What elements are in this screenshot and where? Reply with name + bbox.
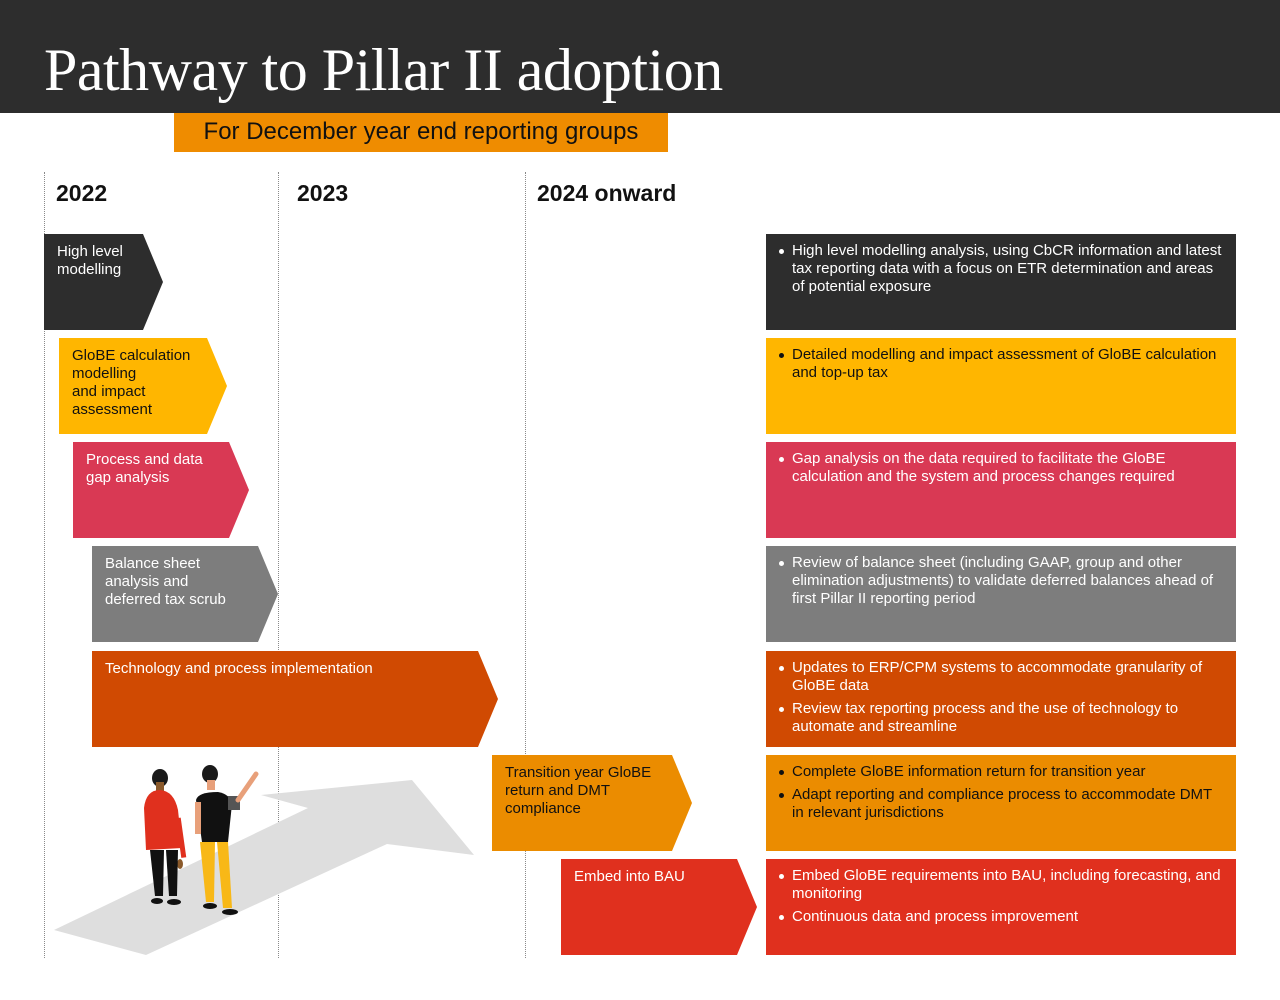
detail-bullet-list: Updates to ERP/CPM systems to accommodat…: [778, 659, 1226, 736]
detail-bullet-list: Review of balance sheet (including GAAP,…: [778, 554, 1226, 608]
phase-detail-box: Updates to ERP/CPM systems to accommodat…: [766, 651, 1236, 747]
header-bar: Pathway to Pillar II adoption: [0, 0, 1280, 113]
phase-detail-box: Detailed modelling and impact assessment…: [766, 338, 1236, 434]
phase-label-line: modelling: [57, 261, 122, 278]
detail-bullet-item: High level modelling analysis, using CbC…: [778, 242, 1226, 296]
detail-bullet-list: High level modelling analysis, using CbC…: [778, 242, 1226, 296]
detail-bullet-item: Complete GloBE information return for tr…: [778, 763, 1226, 781]
phase-label-line: deferred tax scrub: [105, 591, 226, 608]
phase-detail-box: High level modelling analysis, using CbC…: [766, 234, 1236, 330]
phase-label-line: Balance sheet: [105, 555, 201, 572]
phase-detail-box: Complete GloBE information return for tr…: [766, 755, 1236, 851]
detail-bullet-item: Gap analysis on the data required to fac…: [778, 450, 1226, 486]
phase-label-line: gap analysis: [86, 469, 170, 486]
detail-bullet-item: Continuous data and process improvement: [778, 908, 1226, 926]
phase-label-line: Process and data: [86, 451, 203, 468]
detail-bullet-list: Detailed modelling and impact assessment…: [778, 346, 1226, 382]
page-title: Pathway to Pillar II adoption: [44, 37, 723, 103]
person-red-sweater-figure: [144, 769, 187, 905]
phase-arrow: Technology and process implementation: [92, 651, 498, 747]
year-label-2024-onward: 2024 onward: [537, 180, 677, 206]
detail-bullet-list: Embed GloBE requirements into BAU, inclu…: [778, 867, 1226, 926]
phase-label-line: and impact: [72, 383, 146, 400]
phase-label-line: compliance: [505, 800, 581, 817]
subtitle-banner: For December year end reporting groups: [174, 113, 668, 152]
detail-bullet-item: Updates to ERP/CPM systems to accommodat…: [778, 659, 1226, 695]
phase-label-line: Embed into BAU: [574, 868, 685, 885]
phase-label-line: Transition year GloBE: [505, 764, 652, 781]
detail-bullet-list: Gap analysis on the data required to fac…: [778, 450, 1226, 486]
detail-bullet-item: Review of balance sheet (including GAAP,…: [778, 554, 1226, 608]
phase-detail-box: Review of balance sheet (including GAAP,…: [766, 546, 1236, 642]
timeline-divider-2023: [278, 172, 279, 958]
phase-label-line: analysis and: [105, 573, 189, 590]
detail-bullet-list: Complete GloBE information return for tr…: [778, 763, 1226, 822]
people-on-arrow-path-illustration: [54, 765, 474, 955]
year-label-2022: 2022: [56, 180, 108, 206]
phase-detail-box: Embed GloBE requirements into BAU, inclu…: [766, 859, 1236, 955]
detail-bullet-item: Detailed modelling and impact assessment…: [778, 346, 1226, 382]
phase-label-line: High level: [57, 243, 123, 260]
year-label-2023: 2023: [297, 180, 349, 206]
detail-bullet-item: Review tax reporting process and the use…: [778, 700, 1226, 736]
phase-label-line: return and DMT: [505, 782, 611, 799]
timeline-divider-2024: [525, 172, 526, 958]
phase-label-line: GloBE calculation: [72, 347, 191, 364]
phase-label-line: modelling: [72, 365, 137, 382]
phase-arrow: Embed into BAU: [561, 859, 757, 955]
arrow-path-shape: [54, 780, 474, 955]
phase-label-line: assessment: [72, 401, 153, 418]
detail-bullet-item: Embed GloBE requirements into BAU, inclu…: [778, 867, 1226, 903]
phase-label-line: Technology and process implementation: [105, 660, 373, 677]
timeline-divider-2022: [44, 172, 45, 958]
detail-bullet-item: Adapt reporting and compliance process t…: [778, 786, 1226, 822]
phase-detail-box: Gap analysis on the data required to fac…: [766, 442, 1236, 538]
person-pointing-figure: [195, 765, 259, 915]
